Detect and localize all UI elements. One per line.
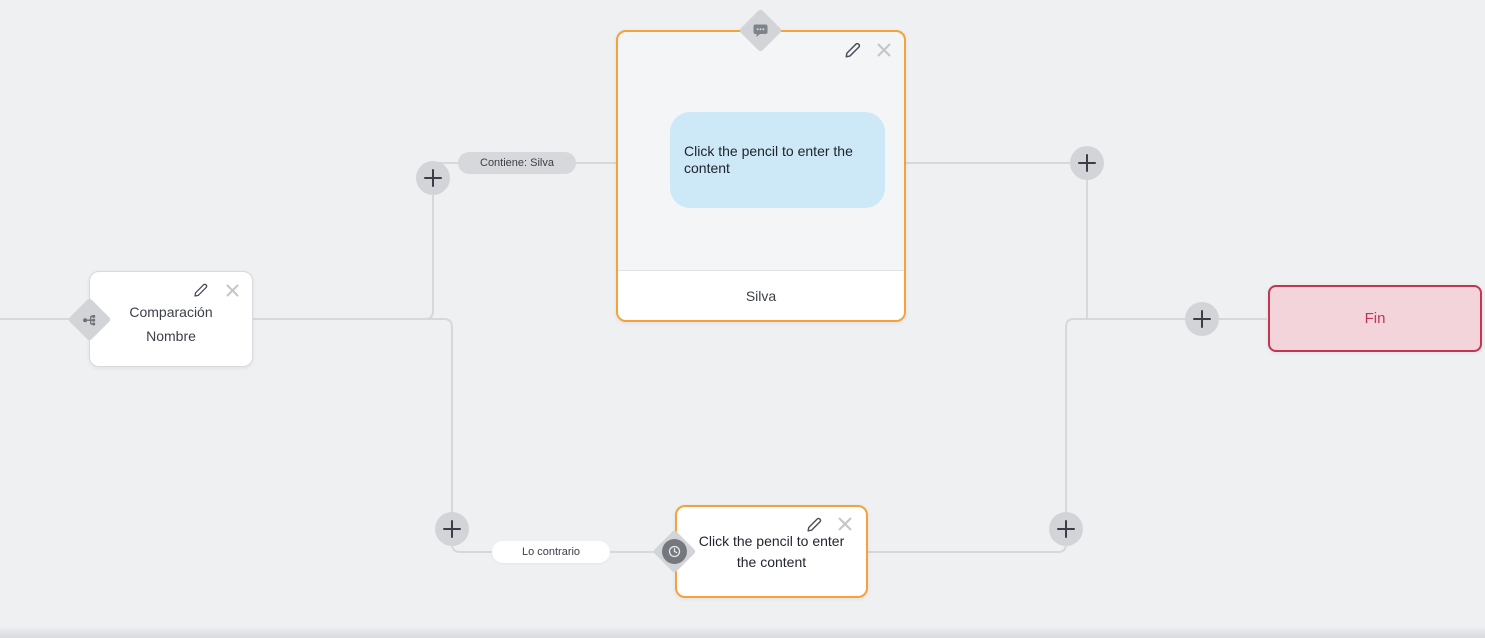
- node-message[interactable]: Click the pencil to enter the content Si…: [616, 8, 906, 322]
- close-icon: [226, 284, 238, 296]
- edit-node-button[interactable]: [844, 41, 862, 59]
- plus-icon: [443, 520, 461, 538]
- message-node-body: Click the pencil to enter the content: [618, 32, 904, 270]
- edge-label-else[interactable]: Lo contrario: [492, 541, 610, 563]
- edit-node-button[interactable]: [805, 515, 823, 533]
- edge-label-condition[interactable]: Contiene: Silva: [458, 152, 576, 174]
- close-icon: [838, 517, 852, 531]
- message-footer-label: Silva: [745, 287, 777, 304]
- delete-node-button[interactable]: [836, 515, 854, 533]
- node-type-badge: [652, 529, 697, 574]
- node-subtitle: Nombre: [146, 328, 196, 344]
- action-placeholder-text: Click the pencil to enter the content: [698, 532, 845, 570]
- edge-else-branch: [253, 318, 655, 553]
- node-end[interactable]: Fin: [1268, 285, 1482, 352]
- add-step-button-after-action[interactable]: [1049, 512, 1083, 546]
- delete-node-button[interactable]: [223, 281, 241, 299]
- add-step-button-condition-branch[interactable]: [416, 161, 450, 195]
- edge-action-to-end: [867, 318, 1267, 553]
- edge-message-to-merge: [905, 162, 1088, 319]
- edit-node-button[interactable]: [192, 281, 210, 299]
- delete-node-button[interactable]: [875, 41, 893, 59]
- node-action[interactable]: Click the pencil to enter the content: [652, 505, 868, 598]
- chat-icon: [752, 22, 769, 39]
- plus-icon: [1078, 154, 1096, 172]
- add-step-button-after-message[interactable]: [1070, 146, 1104, 180]
- pencil-icon: [194, 283, 208, 297]
- message-bubble-text: Click the pencil to enter the content: [684, 143, 853, 176]
- message-node-footer: Silva: [618, 270, 904, 320]
- message-bubble: Click the pencil to enter the content: [670, 112, 885, 208]
- add-step-button-before-end[interactable]: [1185, 302, 1219, 336]
- plus-icon: [1057, 520, 1075, 538]
- pencil-icon: [845, 42, 861, 58]
- node-comparacion[interactable]: Comparación Nombre: [67, 271, 253, 367]
- plus-icon: [424, 169, 442, 187]
- plus-icon: [1193, 310, 1211, 328]
- node-type-badge: [738, 8, 783, 53]
- add-step-button-else-branch[interactable]: [435, 512, 469, 546]
- clock-icon: [662, 539, 687, 564]
- branch-icon: [82, 312, 98, 328]
- node-title: Comparación: [129, 304, 213, 320]
- node-type-badge: [67, 297, 112, 342]
- end-node-label: Fin: [1364, 310, 1386, 327]
- close-icon: [877, 43, 891, 57]
- pencil-icon: [806, 517, 821, 532]
